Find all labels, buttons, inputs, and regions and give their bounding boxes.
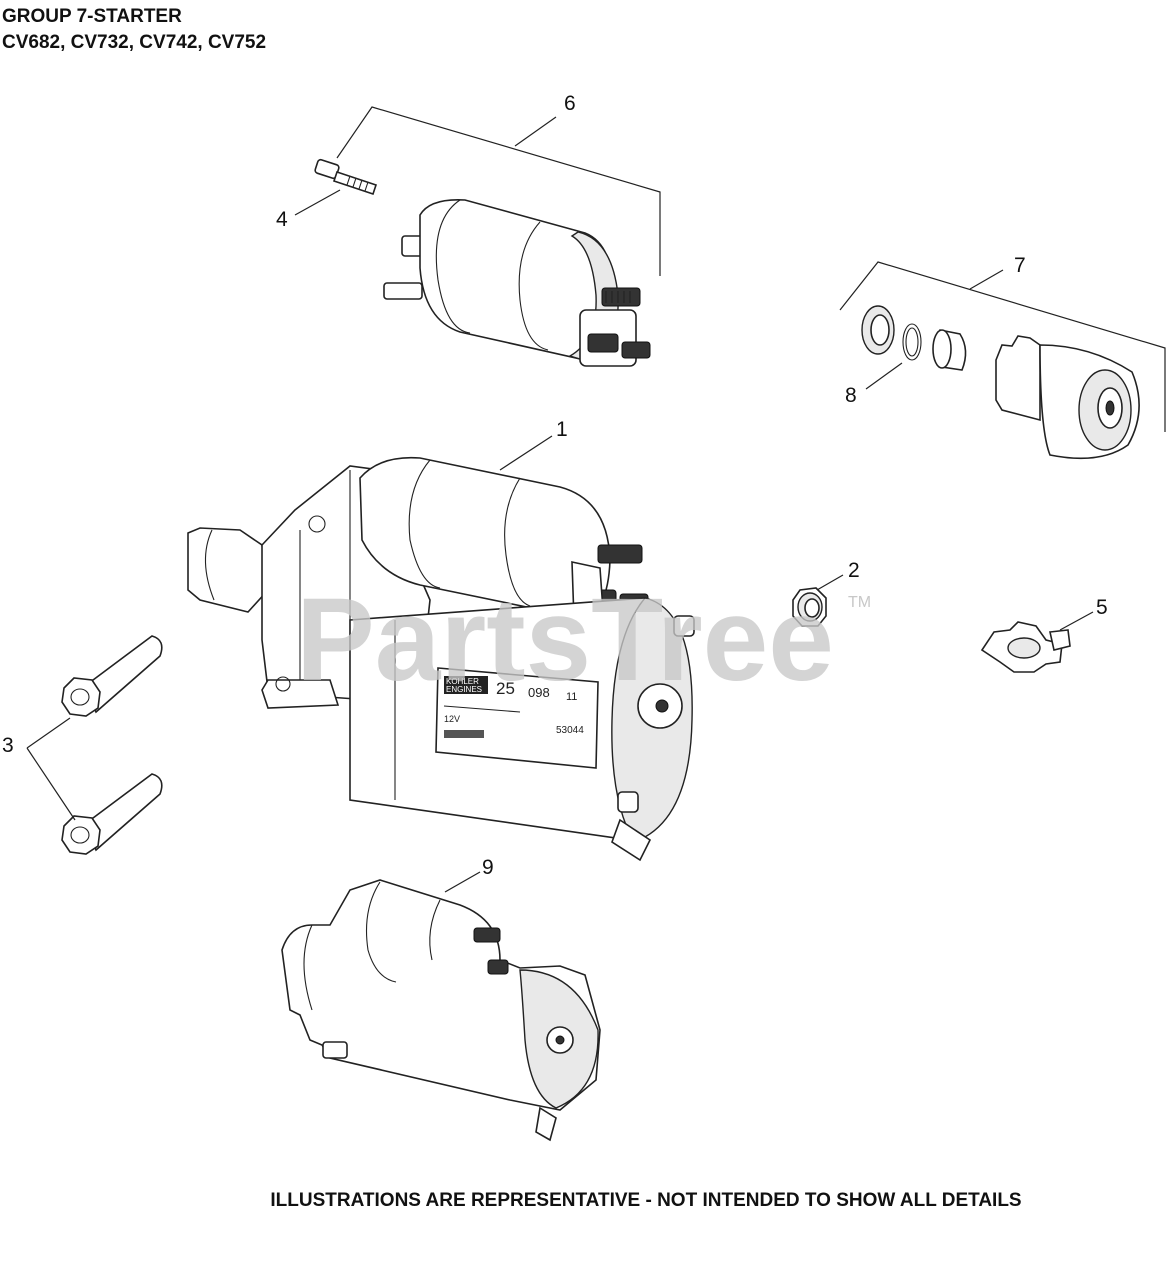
part-6-solenoid[interactable] bbox=[383, 198, 651, 367]
nameplate-part-a: 25 bbox=[496, 679, 515, 698]
part-8-ring-leader bbox=[865, 362, 903, 390]
callout-1[interactable]: 1 bbox=[556, 418, 568, 441]
callout-3[interactable]: 3 bbox=[2, 734, 14, 757]
part-1-starter[interactable]: KOHLER ENGINES 25 098 11 12V 53044 bbox=[187, 435, 695, 862]
model-list: CV682, CV732, CV742, CV752 bbox=[2, 32, 267, 53]
nameplate-serial: 53044 bbox=[556, 725, 584, 736]
watermark-tm: TM bbox=[848, 594, 871, 611]
disclaimer-note: ILLUSTRATIONS ARE REPRESENTATIVE - NOT I… bbox=[270, 1190, 1022, 1211]
callout-4[interactable]: 4 bbox=[276, 208, 288, 231]
callout-9[interactable]: 9 bbox=[482, 856, 494, 879]
nameplate-part-c: 11 bbox=[566, 691, 577, 703]
nameplate-brand-2: ENGINES bbox=[446, 685, 482, 694]
callout-5[interactable]: 5 bbox=[1096, 596, 1108, 619]
callout-6[interactable]: 6 bbox=[564, 92, 576, 115]
starter-nameplate: KOHLER ENGINES 25 098 11 12V 53044 bbox=[435, 667, 599, 769]
part-2-nut[interactable] bbox=[792, 574, 844, 627]
nameplate-part-b: 098 bbox=[528, 685, 550, 700]
callout-8[interactable]: 8 bbox=[845, 384, 857, 407]
callout-7[interactable]: 7 bbox=[1014, 254, 1026, 277]
part-4-screw[interactable] bbox=[294, 158, 378, 216]
diagram-title: GROUP 7-STARTER bbox=[2, 6, 182, 27]
bracket-6 bbox=[336, 106, 661, 276]
watermark: PartsTree bbox=[296, 574, 834, 706]
nameplate-brand-1: KOHLER bbox=[446, 677, 479, 686]
bracket-7 bbox=[839, 261, 1166, 432]
callout-2[interactable]: 2 bbox=[848, 559, 860, 582]
nameplate-voltage: 12V bbox=[444, 714, 460, 724]
part-9-starter-alt[interactable] bbox=[281, 871, 601, 1142]
part-7-drive-kit[interactable] bbox=[861, 305, 1140, 460]
diagram-header: GROUP 7-STARTER CV682, CV732, CV742, CV7… bbox=[2, 4, 266, 56]
part-3-bolts[interactable] bbox=[26, 635, 163, 855]
part-5-clip[interactable] bbox=[980, 611, 1094, 673]
